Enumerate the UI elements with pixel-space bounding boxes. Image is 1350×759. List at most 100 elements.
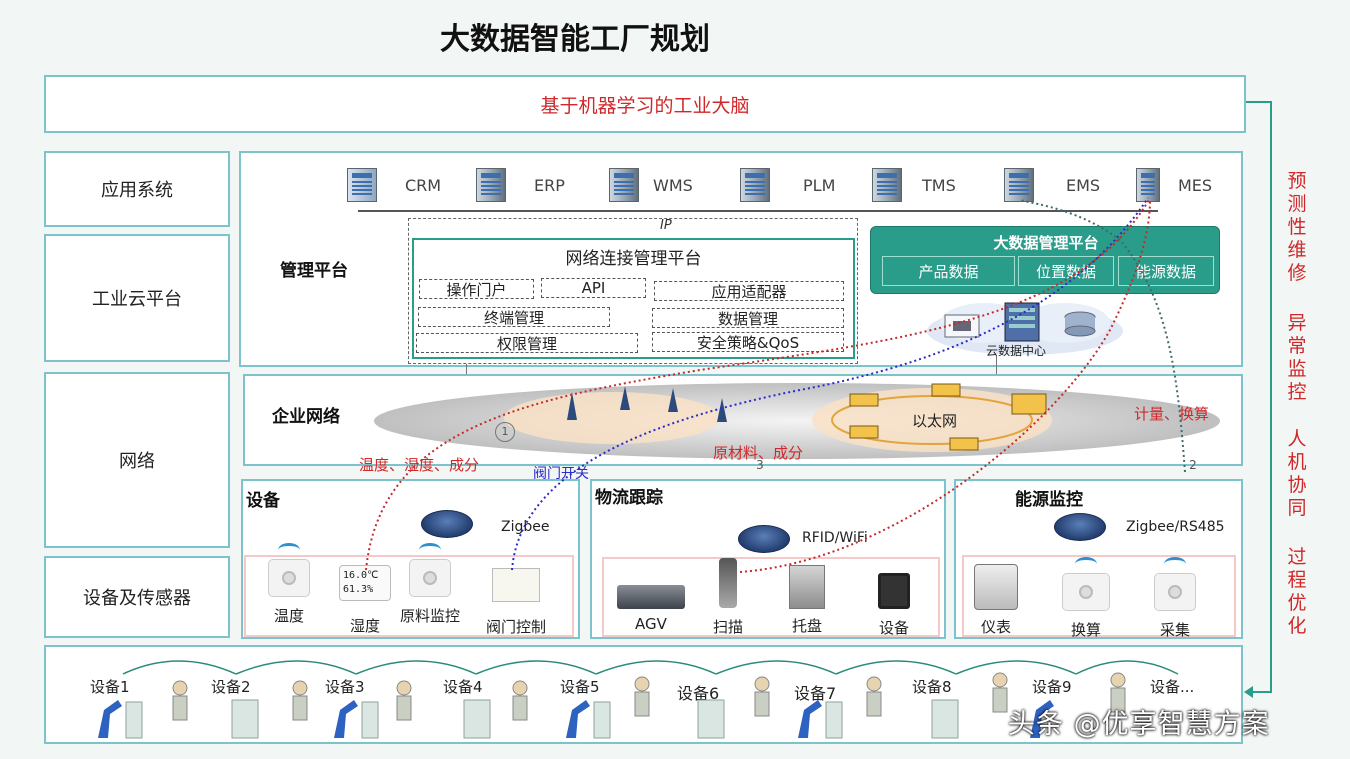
layer-label: 工业云平台 [92,289,182,310]
server-icon [476,168,506,202]
layer-label: 设备及传感器 [83,588,191,609]
equipment-label: 设备4 [443,678,483,696]
section-energy-title: 能源监控 [1015,490,1083,510]
feedback-line-bottom [1248,691,1272,693]
device-agv: AGV [617,585,685,633]
converter-icon [1062,573,1110,611]
annotation-metering: 计量、换算 [1134,405,1210,423]
vertical-char: 异 [1287,312,1307,334]
system-label: ERP [534,175,565,195]
device-material-monitor: 原料监控 [400,543,460,626]
system-label: PLM [803,175,836,195]
enterprise-network-label: 企业网络 [272,407,340,427]
device-valve-control: 阀门控制 [486,568,546,637]
wifi-icon [1164,557,1186,571]
worker-icons [172,672,1126,721]
agv-truck-icon [617,585,685,609]
annotation-temp-humidity: 温度、湿度、成分 [359,456,480,474]
bigdata-energy-data: 能源数据 [1118,256,1214,286]
flow-temperature-humidity [365,197,1151,571]
equipment-arc-connectors [122,660,1179,675]
temperature-sensor-icon [268,559,310,597]
vertical-char: 化 [1287,615,1307,637]
ethernet-label: 以太网 [912,412,958,430]
tablet-icon [878,573,910,609]
connector-line [466,364,467,374]
equipment-label: 设备7 [794,684,837,703]
device-equipment: 设备 [878,573,910,638]
server-icon [347,168,377,202]
device-label: 托盘 [791,617,822,635]
display-line: 16.0℃ [343,570,379,581]
network-ellipse-graphic [374,383,1220,459]
section-logistics-title: 物流跟踪 [595,488,663,508]
material-sensor-icon [409,559,451,597]
vertical-char: 优 [1287,592,1307,614]
feedback-line-top [1246,101,1272,103]
equipment-label: 设备3 [325,678,365,696]
equipment-label: 设备5 [560,678,600,696]
device-collection: 采集 [1154,557,1196,640]
vertical-char: 同 [1287,497,1307,519]
router-icon [1054,513,1106,541]
marker-2: 2 [1189,458,1197,472]
device-label: 湿度 [349,617,380,635]
bigdata-location-data: 位置数据 [1018,256,1114,286]
device-label: 阀门控制 [486,618,547,636]
server-icon [740,168,770,202]
flow-material [739,199,1151,573]
vertical-char: 修 [1287,262,1307,284]
layer-network: 网络 [44,372,230,548]
device-label: 扫描 [713,618,744,636]
wifi-icon [1075,557,1097,571]
system-ems: EMS [1004,168,1100,202]
equipment-label: 设备... [1150,678,1195,696]
flow-valve [511,197,1149,571]
marker-3: 3 [756,458,764,472]
ip-label: IP [660,218,672,233]
vertical-char: 常 [1287,335,1307,357]
watermark: 头条 @优享智慧方案 [1008,709,1270,740]
router-icon [421,510,473,538]
device-label: 仪表 [980,618,1011,636]
device-label: 采集 [1159,621,1190,639]
cloud-data-center-label: 云数据中心 [986,344,1047,358]
device-scanner: 扫描 [713,558,743,637]
right-label-anomaly-monitoring: 异常监控 [1282,312,1312,404]
module-permission-management: 权限管理 [416,333,638,353]
server-icon [609,168,639,202]
equipment-label: 设备1 [90,678,130,696]
pallet-icon [789,565,825,609]
server-icon [872,168,902,202]
section-devices-title: 设备 [246,491,280,511]
wireless-cloud [504,392,720,444]
annotation-material: 原材料、成分 [713,444,804,462]
system-label: MES [1178,175,1213,195]
collector-icon [1154,573,1196,611]
device-pallet: 托盘 [789,565,825,636]
system-crm: CRM [347,168,441,202]
cloud-data-center-graphic [927,302,1123,355]
flow-energy [1019,199,1186,473]
layer-application-system: 应用系统 [44,151,230,227]
system-wms: WMS [609,168,693,202]
vertical-char: 测 [1287,193,1307,215]
equipment-label: 设备8 [912,678,952,696]
equipment-figures [98,672,1126,739]
tower-icons [567,386,727,422]
server-icon [1004,168,1034,202]
module-terminal-management: 终端管理 [418,307,610,327]
equipment-label: 设备2 [211,678,251,696]
system-bus-line [358,210,1158,212]
device-conversion: 换算 [1062,557,1110,640]
industrial-brain-label: 基于机器学习的工业大脑 [540,94,750,117]
display-line: 61.3% [343,584,374,595]
device-label: 换算 [1070,621,1101,639]
system-tms: TMS [872,168,956,202]
vertical-char: 预 [1287,170,1307,192]
vertical-char: 监 [1287,358,1307,380]
logistics-protocol: RFID/WiFi [802,530,868,546]
right-label-human-machine: 人机协同 [1282,428,1312,520]
control-cabinet-icons [125,699,959,739]
module-app-adapter: 应用适配器 [654,281,844,301]
